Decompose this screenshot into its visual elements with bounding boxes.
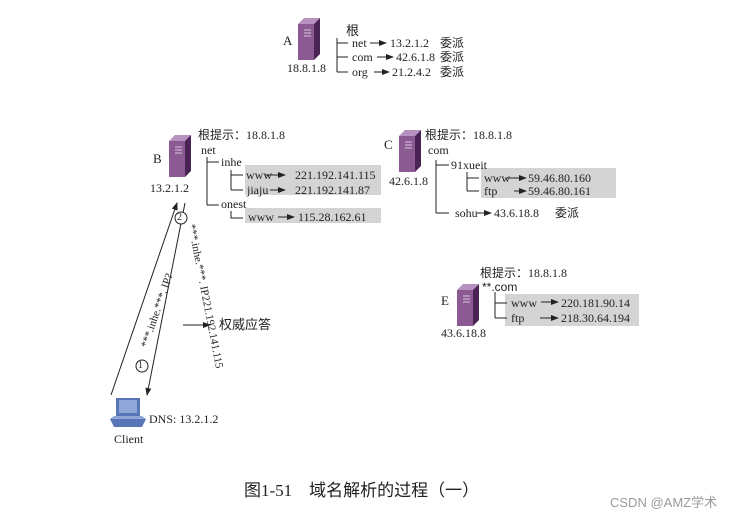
authoritative-answer-label: 权威应答 (219, 317, 272, 332)
watermark: CSDN @AMZ学术 (610, 495, 718, 510)
b-inhe-www-target: 221.192.141.115 (295, 168, 376, 182)
step-1-circle (135, 359, 149, 373)
b-subzone-inhe: inhe (221, 155, 242, 169)
a-record-net-target: 13.2.1.2 (390, 36, 429, 50)
server-e-ip: 43.6.18.8 (441, 326, 486, 340)
server-e-root-hint: 根提示：18.8.1.8 (480, 266, 568, 280)
a-record-org-name: org (352, 65, 368, 79)
a-record-net-name: net (352, 36, 367, 50)
server-e-label: E (441, 293, 449, 308)
client-computer-icon (110, 398, 146, 427)
c-91xueit-ftp-target: 59.46.80.161 (528, 184, 591, 198)
server-c-label: C (384, 137, 393, 152)
b-subzone-onest: onest (221, 197, 247, 211)
server-a-icon (298, 18, 320, 60)
b-inhe-jiaju-target: 221.192.141.87 (295, 183, 370, 197)
highlight-inhe-records (245, 165, 381, 195)
server-a-zone: 根 (346, 23, 360, 38)
server-c-root-hint: 根提示：18.8.1.8 (425, 128, 513, 142)
query-arrow (110, 202, 178, 396)
highlight-onest-records (245, 208, 381, 223)
server-a-label: A (283, 33, 293, 48)
c-delegation-sohu-type: 委派 (555, 206, 580, 220)
server-e-zone: **.com (482, 280, 518, 294)
server-b-icon (169, 135, 191, 177)
client-label: Client (114, 432, 144, 446)
e-record-ftp-name: ftp (511, 311, 525, 325)
server-c-icon (399, 130, 421, 172)
c-91xueit-www-target: 59.46.80.160 (528, 171, 591, 185)
b-inhe-jiaju-name: jiaju (247, 183, 269, 197)
c-91xueit-www-name: www (484, 171, 510, 185)
a-record-com-type: 委派 (440, 50, 465, 64)
e-record-ftp-target: 218.30.64.194 (561, 311, 630, 325)
highlight-91xueit-records (481, 168, 616, 198)
e-record-www-target: 220.181.90.14 (561, 296, 630, 310)
response-arrow (145, 202, 186, 396)
a-record-com-target: 42.6.1.8 (396, 50, 435, 64)
figure-caption: 图1-51 域名解析的过程（一） (244, 481, 480, 500)
server-b-label: B (153, 151, 162, 166)
step-2-number: 2 (177, 212, 182, 223)
e-record-www-name: www (511, 296, 537, 310)
c-delegation-sohu-target: 43.6.18.8 (494, 206, 539, 220)
a-record-net-type: 委派 (440, 36, 465, 50)
server-b-root-hint: 根提示：18.8.1.8 (198, 128, 286, 142)
a-record-org-target: 21.2.4.2 (392, 65, 431, 79)
server-c-ip: 42.6.1.8 (389, 174, 428, 188)
highlight-e-records (505, 294, 639, 326)
b-onest-www-target: 115.28.162.61 (298, 210, 367, 224)
c-91xueit-ftp-name: ftp (484, 184, 498, 198)
server-b-zone: net (201, 143, 216, 157)
step-1-number: 1 (138, 360, 143, 371)
a-record-org-type: 委派 (440, 65, 465, 79)
client-dns: DNS: 13.2.1.2 (149, 412, 219, 426)
a-record-com-name: com (352, 50, 373, 64)
server-e-icon (457, 284, 479, 326)
b-onest-www-name: www (248, 210, 274, 224)
c-subzone-91xueit: 91xueit (451, 158, 487, 172)
step-2-circle (174, 211, 188, 225)
c-delegation-sohu-name: sohu (455, 206, 478, 220)
b-inhe-www-name: www (246, 168, 272, 182)
server-a-ip: 18.8.1.8 (287, 61, 326, 75)
server-c-zone: com (428, 143, 449, 157)
server-b-ip: 13.2.1.2 (150, 181, 189, 195)
